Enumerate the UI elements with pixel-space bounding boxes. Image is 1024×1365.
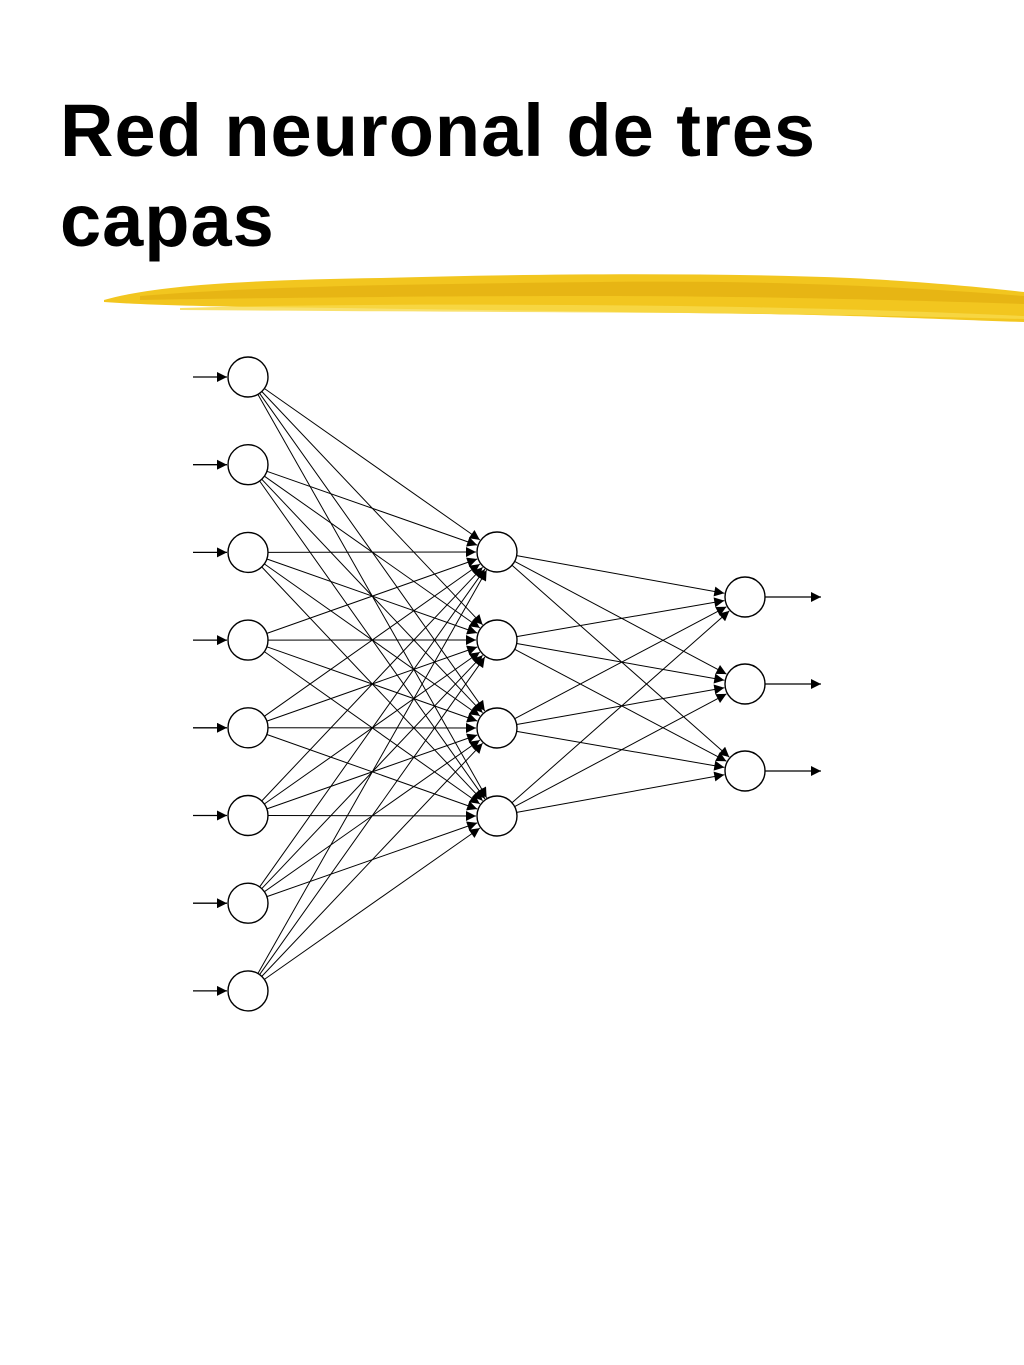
input-neuron-6 <box>227 794 269 837</box>
input-neuron-8 <box>227 970 269 1012</box>
input-neuron-4 <box>227 619 269 661</box>
output-neuron-3 <box>724 750 766 792</box>
underline-stroke-highlight <box>180 304 1024 319</box>
connection-input-8-to-hidden-1 <box>257 570 488 974</box>
connection-hidden-4-to-output-3 <box>516 771 725 813</box>
io-arrows-group <box>193 372 821 996</box>
connection-input-8-to-hidden-4 <box>264 827 481 980</box>
input-neuron-3 <box>227 531 269 574</box>
connection-hidden-4-to-output-1 <box>511 610 730 804</box>
connection-input-6-to-hidden-1 <box>261 566 483 802</box>
connection-hidden-1-to-output-2 <box>514 560 727 675</box>
input-neuron-1 <box>227 356 269 398</box>
connection-hidden-3-to-output-2 <box>516 684 725 725</box>
connection-hidden-3-to-output-1 <box>514 606 727 720</box>
connection-input-7-to-hidden-1 <box>259 568 486 888</box>
neurons-group <box>227 356 766 1012</box>
connection-input-8-to-hidden-3 <box>261 742 483 977</box>
hidden-neuron-1 <box>476 531 518 573</box>
output-neuron-2 <box>724 663 766 705</box>
input-neuron-7 <box>227 882 269 924</box>
output-neuron-1 <box>724 576 766 618</box>
title-underline-brush <box>104 274 1024 322</box>
slide-title: Red neuronal de tres capas <box>60 89 817 262</box>
connection-hidden-4-to-output-2 <box>514 693 727 808</box>
underline-stroke-shade <box>140 281 1024 304</box>
connection-hidden-1-to-output-3 <box>511 564 730 758</box>
connections-group <box>257 388 730 980</box>
hidden-neuron-3 <box>476 707 518 749</box>
input-neuron-5 <box>227 707 269 749</box>
connection-hidden-1-to-output-1 <box>516 555 725 597</box>
input-neuron-2 <box>227 444 269 486</box>
connection-input-4-to-hidden-1 <box>266 557 478 634</box>
connection-hidden-2-to-output-2 <box>516 643 725 684</box>
connection-input-2-to-hidden-1 <box>266 470 478 547</box>
connection-hidden-2-to-output-3 <box>514 648 727 762</box>
connection-hidden-2-to-output-1 <box>516 597 725 638</box>
connection-input-5-to-hidden-1 <box>264 563 481 717</box>
connection-input-8-to-hidden-2 <box>259 656 486 975</box>
connection-hidden-3-to-output-3 <box>516 730 725 771</box>
hidden-neuron-2 <box>476 619 518 661</box>
hidden-neuron-4 <box>476 795 518 837</box>
connection-input-1-to-hidden-1 <box>264 388 481 541</box>
